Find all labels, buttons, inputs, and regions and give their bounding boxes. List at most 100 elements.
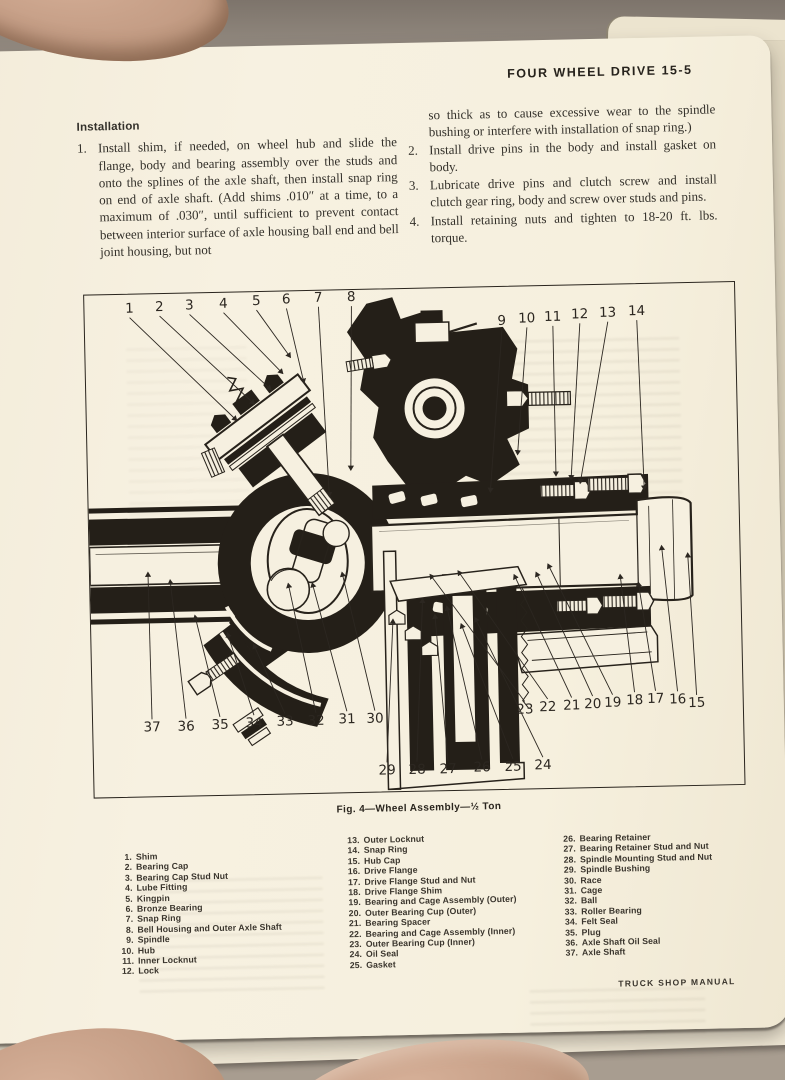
part-number: 36. [565, 937, 578, 948]
callout-number: 16 [669, 691, 687, 707]
part-number: 22. [349, 928, 362, 939]
bearing-retainer [510, 625, 659, 674]
leader-line [225, 631, 255, 716]
part-label: Cage [580, 884, 603, 896]
instruction-item: 2. Install drive pins in the body and ins… [408, 135, 717, 176]
part-label: Snap Ring [363, 844, 408, 856]
part-label: Bronze Bearing [136, 902, 203, 914]
callout-number: 13 [599, 305, 617, 321]
leader-line [429, 573, 526, 702]
part-number: 1. [124, 851, 132, 862]
part-number: 18. [348, 887, 361, 898]
part-number: 34. [564, 916, 578, 927]
leader-line [684, 552, 698, 695]
part-number: 12. [121, 966, 135, 977]
part-number: 25. [349, 959, 363, 971]
leader-line [386, 618, 396, 763]
part-number: 31. [564, 885, 577, 896]
part-label: Spindle [137, 934, 170, 945]
callout-number: 33 [276, 713, 294, 729]
item-text: Install shim, if needed, on wheel hub an… [97, 134, 399, 260]
spindle-mount-upper [372, 473, 649, 520]
part-label: Kingpin [136, 892, 170, 904]
part-label: Outer Locknut [363, 833, 425, 845]
item-number: 1. [76, 140, 87, 157]
callout-number: 7 [314, 290, 323, 306]
part-number: 29. [563, 864, 577, 875]
part-label: Lock [138, 965, 160, 977]
callout-number: 5 [252, 293, 261, 309]
leader-line [444, 605, 483, 760]
leader-line [286, 582, 317, 713]
leader-line [547, 563, 614, 695]
part-number: 4. [124, 882, 133, 894]
leader-line [459, 623, 514, 759]
leader-line [189, 314, 272, 391]
callout-number: 14 [628, 303, 646, 319]
part-number: 26. [563, 833, 576, 844]
leader-line [286, 308, 307, 384]
part-number: 9. [126, 935, 134, 946]
callout-number: 8 [347, 289, 356, 305]
leader-line [617, 573, 636, 693]
part-label: Hub [137, 944, 156, 956]
callout-number: 27 [439, 761, 457, 777]
callout-number: 34 [245, 715, 263, 731]
part-label: Spindle Bushing [580, 863, 651, 875]
part-number: 21. [348, 918, 362, 929]
part-label: Ball [580, 895, 598, 906]
leader-line [317, 306, 333, 498]
instruction-item: 3.Lubricate drive pins and clutch screw … [409, 171, 718, 212]
instruction-items: 2. Install drive pins in the body and ins… [408, 135, 718, 247]
leader-line [577, 321, 609, 485]
callout-number: 25 [504, 759, 522, 775]
part-label: Felt Seal [581, 915, 619, 927]
leader-line [347, 306, 355, 472]
callout-number: 1 [125, 301, 134, 317]
callout-number: 20 [584, 696, 602, 712]
item-number: 3. [408, 177, 419, 194]
leader-line [474, 616, 544, 758]
callout-number: 6 [282, 291, 291, 307]
callout-number: 37 [143, 719, 161, 735]
part-number: 10. [121, 945, 134, 956]
part-label: Lube Fitting [136, 881, 188, 893]
leader-line [635, 581, 656, 691]
part-number: 3. [124, 872, 133, 883]
leader-line [487, 329, 503, 494]
item-number: 2. [407, 142, 419, 158]
part-number: 20. [348, 907, 362, 919]
part-number: 27. [563, 843, 576, 855]
item-text: Install drive pins in the body and insta… [428, 135, 717, 175]
part-number: 13. [347, 835, 360, 846]
callout-number: 24 [534, 757, 552, 773]
callout-number: 3 [185, 297, 194, 313]
lower-left-bolts [187, 652, 272, 747]
instruction-item: 4.Install retaining nuts and tighten to … [409, 206, 718, 247]
leader-line [416, 597, 426, 762]
leader-line [636, 320, 648, 491]
part-number: 30. [563, 875, 577, 886]
callout-number: 30 [366, 710, 384, 726]
part-number: 14. [347, 845, 360, 856]
part-label: Axle Shaft Oil Seal [581, 935, 661, 948]
callout-number: 35 [211, 717, 229, 733]
part-number: 5. [125, 893, 133, 904]
part-label: Hub Cap [363, 854, 401, 866]
part-number: 6. [125, 903, 134, 914]
item-text: Install retaining nuts and tighten to 18… [430, 207, 718, 246]
callout-number: 15 [688, 695, 706, 711]
callout-number: 26 [473, 759, 491, 775]
wheel-assembly-diagram: 1234567891011121314151617181920212223242… [88, 289, 706, 791]
leader-line [514, 327, 528, 456]
callout-number: 29 [378, 762, 396, 778]
part-label: Snap Ring [137, 913, 182, 925]
part-item: 37.Axle Shaft [561, 945, 714, 959]
stud-bolt [505, 389, 530, 408]
part-number: 17. [347, 876, 361, 887]
part-number: 7. [125, 914, 134, 925]
